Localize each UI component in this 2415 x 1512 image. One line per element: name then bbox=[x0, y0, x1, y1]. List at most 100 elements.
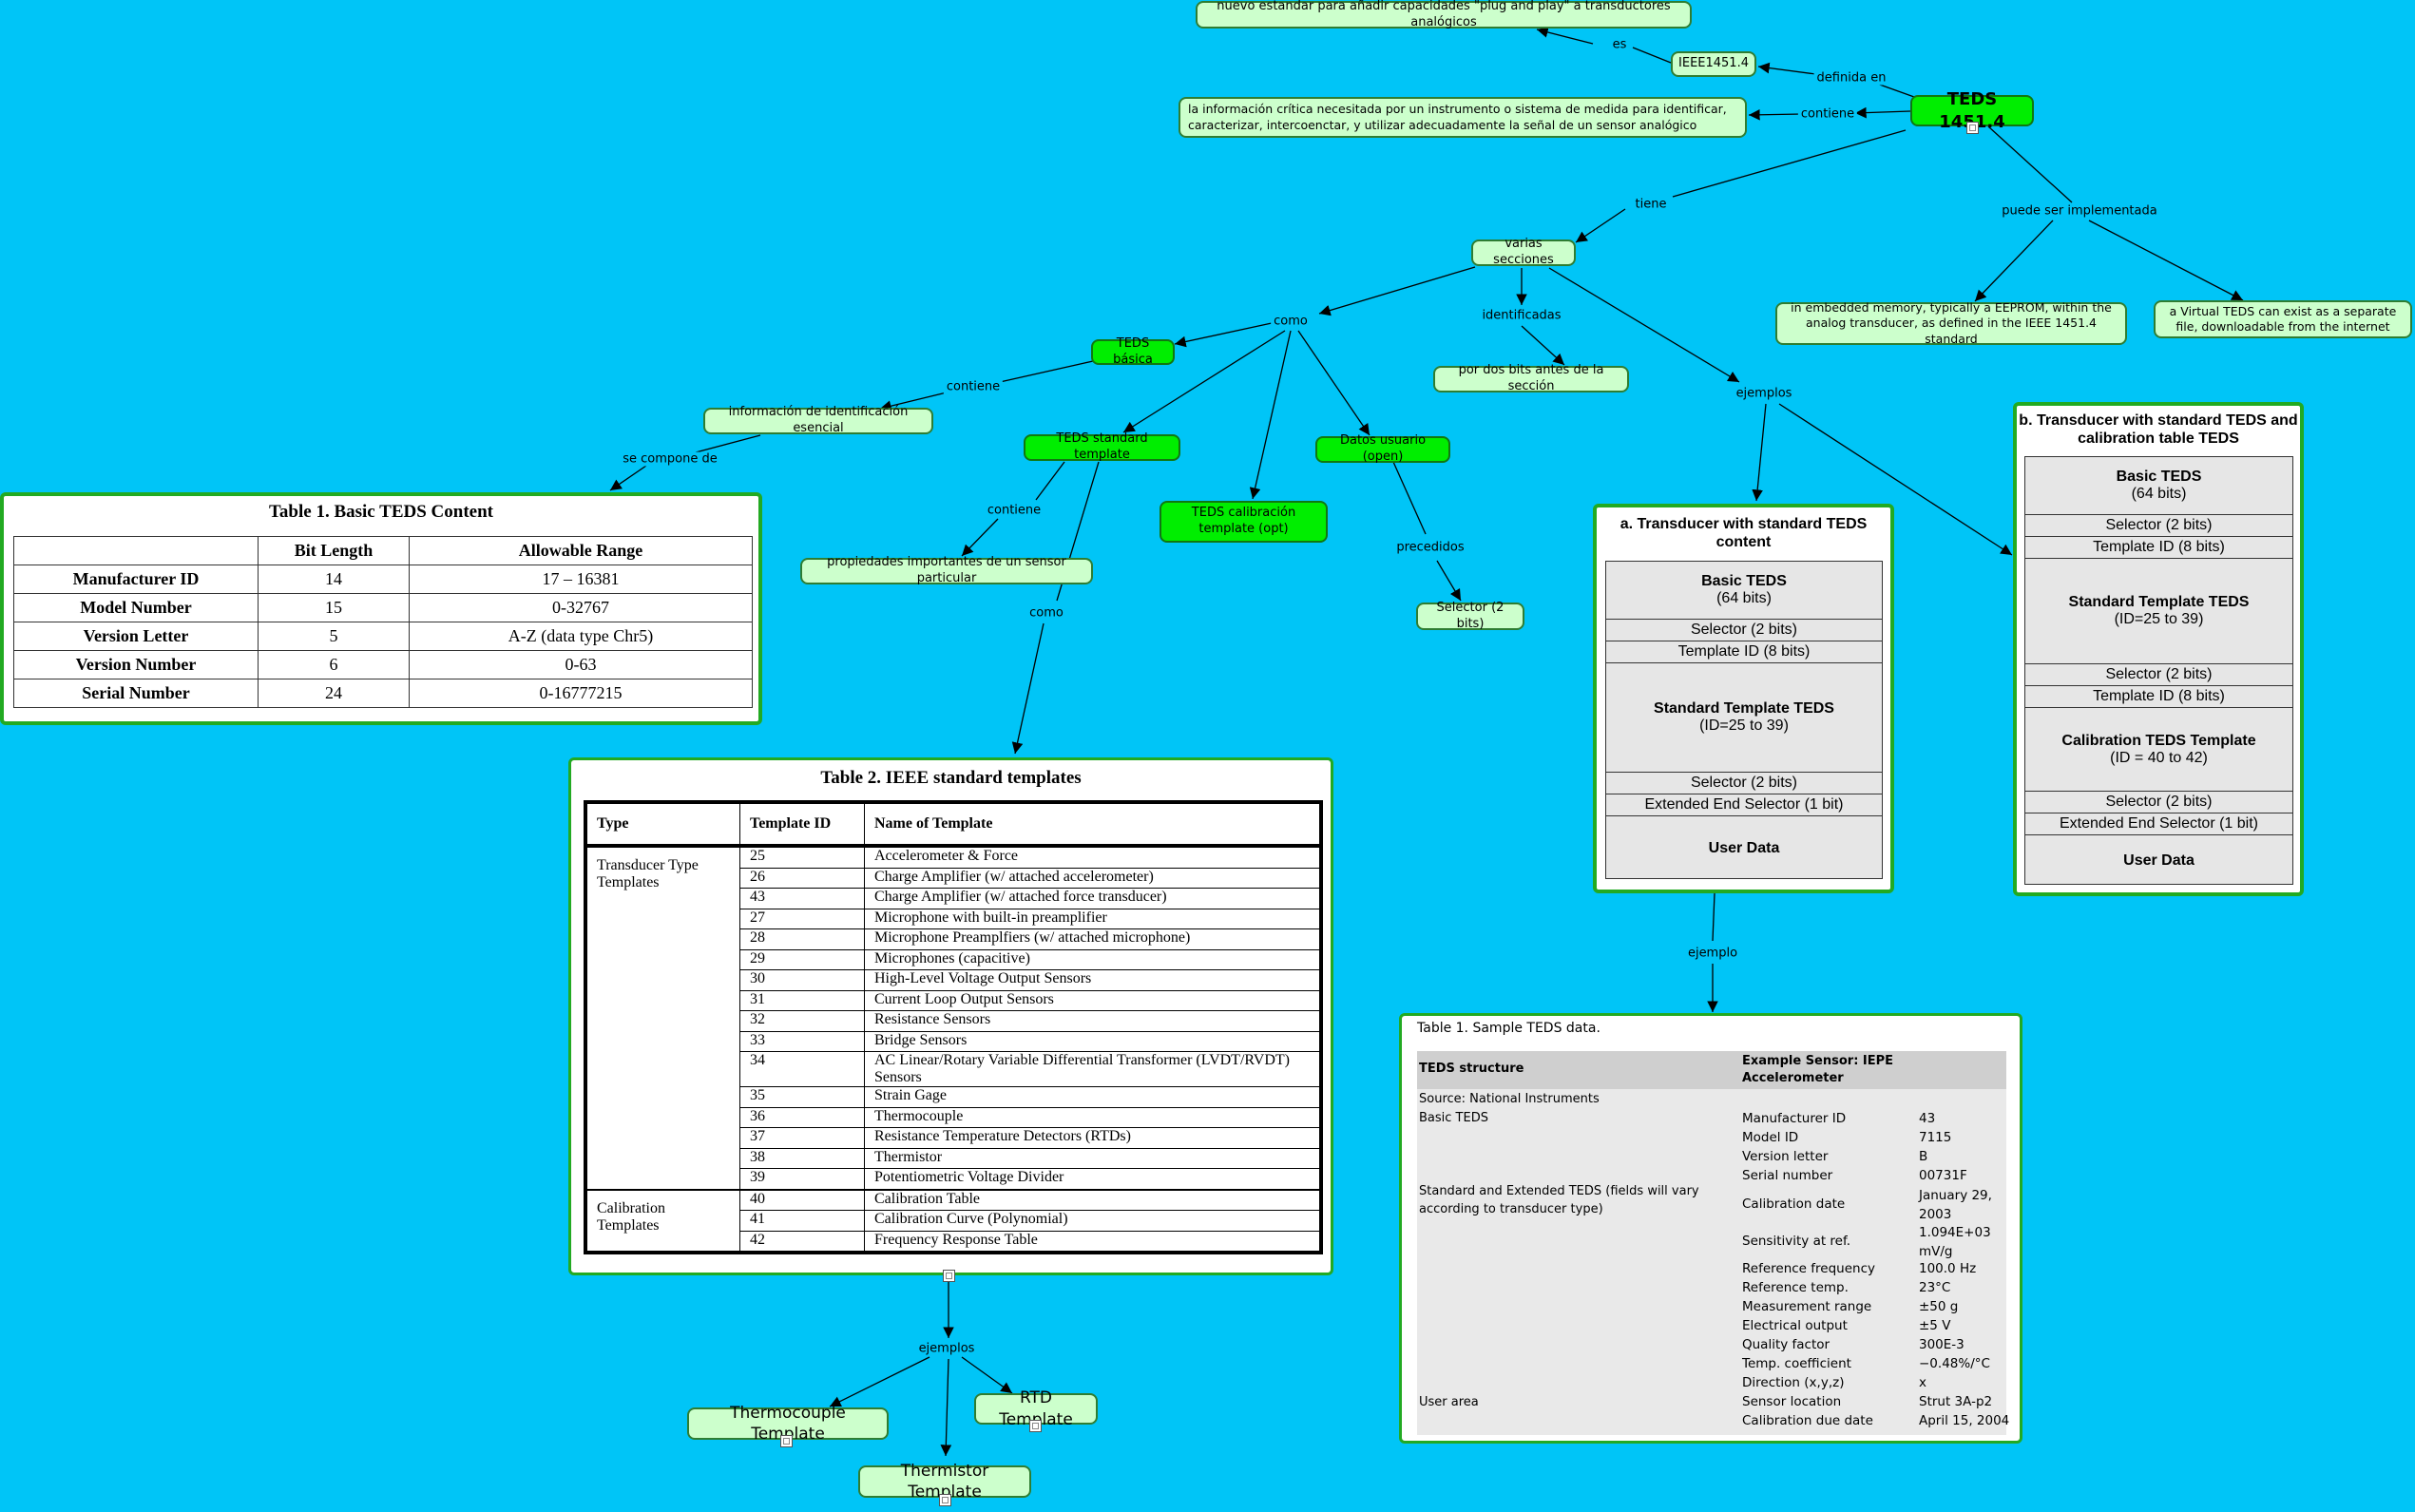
node-informacion-identificacion[interactable]: información de identificación esencial bbox=[703, 405, 933, 435]
stackA-cell-text: Selector (2 bits) bbox=[1690, 775, 1798, 791]
stackA-cell-text: Standard Template TEDS bbox=[1654, 700, 1834, 717]
table2-type-cell: Calibration Templates bbox=[585, 1188, 740, 1254]
node-teds-basica[interactable]: TEDS básica bbox=[1091, 336, 1175, 367]
sample-field-value: 7115 bbox=[1919, 1130, 1952, 1145]
sample-caption: Table 1. Sample TEDS data. bbox=[1417, 1021, 1600, 1036]
resource-icon[interactable] bbox=[943, 1270, 955, 1282]
sample-header-bg bbox=[1417, 1051, 2006, 1089]
basic-teds-table: Bit Length Allowable Range Manufacturer … bbox=[13, 536, 753, 708]
resource-icon[interactable] bbox=[939, 1494, 951, 1506]
sample-field-label: Measurement range bbox=[1742, 1299, 1872, 1314]
table2-name-cell: Potentiometric Voltage Divider bbox=[864, 1168, 1322, 1190]
stackA-cell-text: Extended End Selector (1 bit) bbox=[1644, 796, 1844, 813]
link-label-precedidos: precedidos bbox=[1393, 540, 1467, 555]
table1-cell: A-Z (data type Chr5) bbox=[409, 622, 753, 651]
table2-name-cell: Microphone Preamplfiers (w/ attached mic… bbox=[864, 928, 1322, 950]
sample-field-label: Manufacturer ID bbox=[1742, 1111, 1847, 1126]
stackB-cell: Basic TEDS(64 bits) bbox=[2025, 457, 2292, 515]
stackA-cell-text: User Data bbox=[1708, 839, 1780, 856]
sample-field-label: Calibration due date bbox=[1742, 1413, 1873, 1428]
resource-icon[interactable] bbox=[1029, 1420, 1042, 1432]
sample-source: Source: National Instruments bbox=[1419, 1092, 1600, 1106]
node-thermocouple-template[interactable]: Thermocouple Template bbox=[687, 1404, 889, 1444]
link-label-es: es bbox=[1609, 37, 1630, 52]
sample-field-label: Sensitivity at ref. bbox=[1742, 1234, 1851, 1249]
table2-name-cell: Charge Amplifier (w/ attached accelerome… bbox=[864, 867, 1322, 889]
sample-field-value: 100.0 Hz bbox=[1919, 1261, 1977, 1276]
table1-cell: Version Number bbox=[13, 650, 259, 679]
stackA-cell-text: Basic TEDS bbox=[1701, 573, 1787, 589]
table2-id-cell: 30 bbox=[739, 969, 865, 991]
sample-section-standard: Standard and Extended TEDS (fields will … bbox=[1419, 1184, 1699, 1216]
table1-cell: 24 bbox=[258, 679, 410, 708]
stackB-cell: Template ID (8 bits) bbox=[2025, 537, 2292, 559]
node-nuevo-estandar[interactable]: nuevo estandar para añadir capacidades "… bbox=[1196, 0, 1692, 29]
node-teds-standard-template[interactable]: TEDS standard template bbox=[1024, 431, 1180, 462]
node-teds-calibracion[interactable]: TEDS calibración template (opt) bbox=[1160, 501, 1328, 543]
node-ieee1451-4[interactable]: IEEE1451.4 bbox=[1671, 51, 1756, 77]
node-datos-usuario[interactable]: Datos usuario (open) bbox=[1315, 433, 1450, 464]
table1-cell: 0-32767 bbox=[409, 593, 753, 622]
table2-header-cell: Template ID bbox=[739, 801, 865, 848]
link-label-puede: puede ser implementada bbox=[1999, 203, 2160, 219]
stackB-cell-text: User Data bbox=[2123, 852, 2195, 869]
table2-name-cell: Current Loop Output Sensors bbox=[864, 989, 1322, 1011]
node-virtual-teds[interactable]: a Virtual TEDS can exist as a separate f… bbox=[2154, 300, 2412, 338]
link-label-se-compone: se compone de bbox=[620, 451, 720, 467]
stackA-cell: User Data bbox=[1606, 816, 1882, 880]
sample-teds-panel: Table 1. Sample TEDS data. TEDS structur… bbox=[1399, 1013, 2022, 1444]
node-embedded-memory[interactable]: in embedded memory, typically a EEPROM, … bbox=[1775, 300, 2127, 346]
stackB-cell: Extended End Selector (1 bit) bbox=[2025, 813, 2292, 835]
table2-id-cell: 43 bbox=[739, 888, 865, 909]
stackB-cell: Standard Template TEDS(ID=25 to 39) bbox=[2025, 559, 2292, 664]
resource-icon[interactable] bbox=[780, 1435, 793, 1447]
link-label-ejemplo: ejemplo bbox=[1684, 946, 1741, 961]
stack-a-diagram: Basic TEDS(64 bits)Selector (2 bits)Temp… bbox=[1605, 561, 1883, 879]
node-varias-secciones[interactable]: varias secciones bbox=[1471, 237, 1576, 267]
stack-b-diagram: Basic TEDS(64 bits) Selector (2 bits) Temp… bbox=[2024, 456, 2293, 885]
resource-icon[interactable] bbox=[1966, 122, 1979, 134]
stackB-cell-text: Selector (2 bits) bbox=[2105, 517, 2213, 533]
sample-field-value: ±50 g bbox=[1919, 1299, 1959, 1314]
table2-id-cell: 38 bbox=[739, 1147, 865, 1169]
link-label-ejemplos: ejemplos bbox=[1733, 386, 1795, 401]
table1-cell: 14 bbox=[258, 565, 410, 594]
stackB-cell: Selector (2 bits) bbox=[2025, 792, 2292, 813]
table2-name-cell: Microphone with built-in preamplifier bbox=[864, 908, 1322, 929]
node-propiedades[interactable]: propiedades importantes de un sensor par… bbox=[800, 555, 1093, 585]
table2-id-cell: 34 bbox=[739, 1051, 865, 1087]
sample-field-label: Sensor location bbox=[1742, 1394, 1842, 1409]
stackB-cell-text: Standard Template TEDS bbox=[2068, 594, 2250, 610]
table1-header-cell bbox=[13, 536, 259, 565]
node-selector-2bits[interactable]: Selector (2 bits) bbox=[1416, 601, 1524, 631]
stackA-cell-text: (ID=25 to 39) bbox=[1699, 718, 1789, 734]
node-informacion-critica[interactable]: la información crítica necesitada por un… bbox=[1179, 97, 1747, 138]
table2-name-cell: Resistance Temperature Detectors (RTDs) bbox=[864, 1127, 1322, 1149]
stackB-cell-text: (ID=25 to 39) bbox=[2114, 611, 2204, 627]
table2-name-cell: Thermocouple bbox=[864, 1106, 1322, 1128]
sample-table-bg bbox=[1417, 1051, 2006, 1435]
node-por-dos-bits[interactable]: por dos bits antes de la sección bbox=[1433, 363, 1629, 393]
table2-header-cell: Type bbox=[585, 801, 740, 848]
table2-id-cell: 42 bbox=[739, 1230, 865, 1254]
link-label-contiene-3: contiene bbox=[984, 503, 1045, 518]
table2-id-cell: 27 bbox=[739, 908, 865, 929]
table2-name-cell: Accelerometer & Force bbox=[864, 845, 1322, 869]
stackB-cell-text: Extended End Selector (1 bit) bbox=[2059, 815, 2258, 832]
node-thermistor-template[interactable]: Thermistor Template bbox=[858, 1462, 1031, 1502]
stackB-cell: Template ID (8 bits) bbox=[2025, 686, 2292, 708]
table2-title: Table 2. IEEE standard templates bbox=[820, 768, 1082, 788]
